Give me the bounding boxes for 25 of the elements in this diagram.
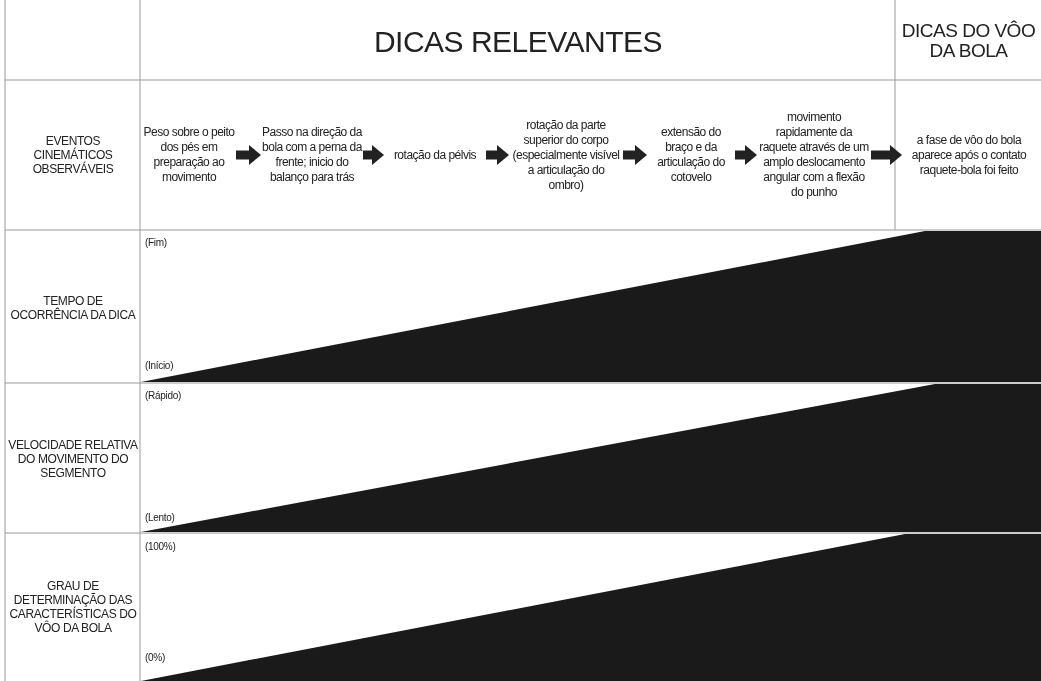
column-header: DICAS DO VÔO DA BOLA (900, 21, 1037, 61)
block-arrow (486, 145, 509, 165)
axis-label: (0%) (145, 652, 165, 663)
block-arrow (623, 145, 647, 165)
event-step: a fase de vôo do bola aparece após o contato raquete-bola foi feito (903, 84, 1035, 226)
event-step: rotação da parte superior do corpo (especialmente visível a articulação do ombro) (510, 84, 622, 226)
row-header: EVENTOS CINEMÁTICOS OBSERVÁVEIS (31, 134, 115, 176)
column-header: DICAS RELEVANTES (373, 25, 663, 57)
axis-label: (Lento) (145, 512, 175, 523)
block-arrow (236, 145, 261, 165)
block-arrow (735, 145, 757, 165)
row-header: VELOCIDADE RELATIVA DO MOVIMENTO DO SEGMENTO (8, 437, 138, 480)
event-step: Peso sobre o peito dos pés em preparação ao movimento (143, 84, 235, 226)
event-step: rotação da pélvis (385, 84, 485, 226)
block-arrow (871, 145, 902, 165)
event-step: movimento rapidamente da raquete através de um amplo deslocamento angular com a flexão do punho (758, 84, 870, 226)
block-arrow (363, 145, 384, 165)
event-step: extensão do braço e da articulação do cotovelo (648, 84, 734, 226)
axis-label: (Fim) (145, 237, 167, 248)
axis-label: (Rápido) (145, 390, 181, 401)
row-header: GRAU DE DETERMINAÇÃO DAS CARACTERÍSTICAS DO VÔO DA BOLA (8, 579, 138, 635)
row-header: TEMPO DE OCORRÊNCIA DA DICA (9, 293, 137, 322)
axis-label: (Início) (145, 360, 174, 371)
event-step: Passo na direção da bola com a perna da frente; inicio do balanço para trás (262, 84, 362, 226)
axis-label: (100%) (145, 541, 176, 552)
